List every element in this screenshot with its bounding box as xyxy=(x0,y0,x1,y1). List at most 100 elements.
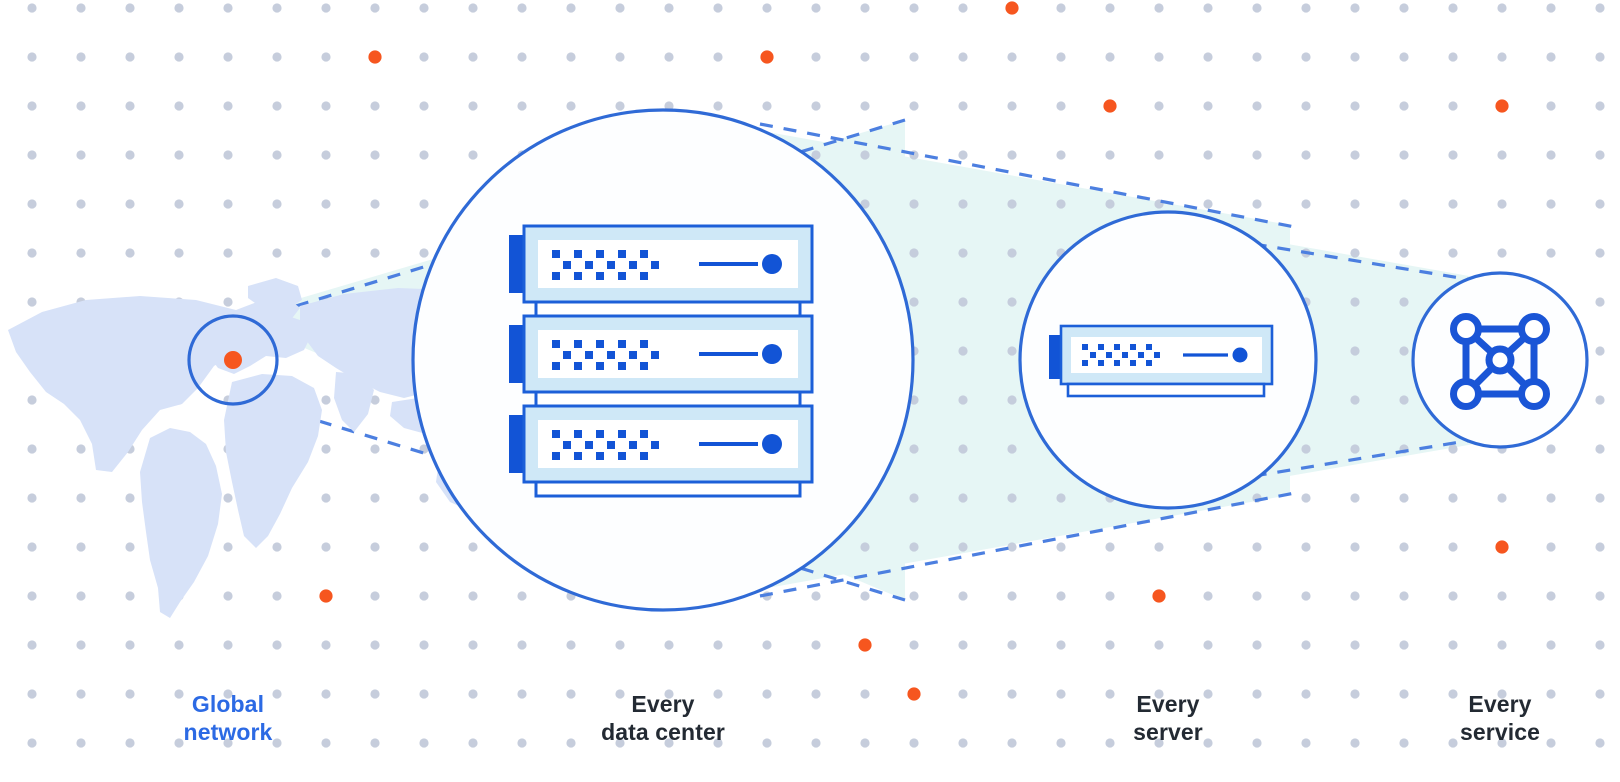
grid-dot xyxy=(370,493,380,503)
grid-dot xyxy=(1007,52,1017,62)
grid-dot xyxy=(1350,199,1360,209)
grid-dot xyxy=(272,640,282,650)
grid-dot xyxy=(1448,444,1458,454)
grid-dot xyxy=(468,101,478,111)
data-center-stage xyxy=(411,108,915,612)
grid-dot xyxy=(1350,52,1360,62)
grid-dot xyxy=(272,150,282,160)
server-shelf xyxy=(534,300,802,318)
grid-dot xyxy=(860,101,870,111)
grid-dot xyxy=(76,591,86,601)
grid-dot xyxy=(1301,3,1311,13)
grid-dot xyxy=(517,738,527,748)
grid-dot xyxy=(1350,150,1360,160)
grid-dot xyxy=(1399,738,1409,748)
grid-dot xyxy=(517,52,527,62)
grid-dot xyxy=(713,640,723,650)
grid-dot xyxy=(615,3,625,13)
grid-dot xyxy=(1546,3,1556,13)
grid-dot xyxy=(223,297,233,307)
grid-dot xyxy=(860,199,870,209)
grid-dot xyxy=(419,199,429,209)
grid-dot xyxy=(1399,591,1409,601)
grid-dot xyxy=(1497,738,1507,748)
grid-dot xyxy=(615,738,625,748)
grid-dot xyxy=(811,640,821,650)
server-status-led xyxy=(762,254,782,274)
grid-dot xyxy=(174,640,184,650)
grid-dot xyxy=(1546,542,1556,552)
grid-dot xyxy=(1154,542,1164,552)
grid-dot xyxy=(909,738,919,748)
grid-dot xyxy=(1056,199,1066,209)
grid-dot xyxy=(1399,346,1409,356)
grid-dot xyxy=(811,150,821,160)
grid-dot xyxy=(1056,689,1066,699)
grid-dot xyxy=(272,542,282,552)
grid-dot xyxy=(125,640,135,650)
grid-dot xyxy=(1007,199,1017,209)
grid-dot xyxy=(860,689,870,699)
grid-dot xyxy=(223,52,233,62)
grid-dot xyxy=(1154,52,1164,62)
grid-dot xyxy=(958,3,968,13)
grid-dot xyxy=(27,199,37,209)
grid-dot xyxy=(370,199,380,209)
grid-dot-accent xyxy=(368,50,382,64)
grid-dot xyxy=(223,542,233,552)
grid-dot xyxy=(1399,150,1409,160)
grid-dot xyxy=(1595,689,1605,699)
grid-dot xyxy=(76,101,86,111)
grid-dot xyxy=(811,591,821,601)
grid-dot xyxy=(958,101,968,111)
grid-dot xyxy=(419,248,429,258)
grid-dot xyxy=(909,542,919,552)
grid-dot xyxy=(321,248,331,258)
grid-dot-accent xyxy=(760,50,774,64)
grid-dot xyxy=(958,199,968,209)
grid-dot xyxy=(1252,738,1262,748)
grid-dot xyxy=(1546,150,1556,160)
grid-dot xyxy=(1154,738,1164,748)
grid-dot xyxy=(27,689,37,699)
grid-dot xyxy=(468,542,478,552)
grid-dot xyxy=(860,52,870,62)
grid-dot xyxy=(1399,52,1409,62)
grid-dot xyxy=(909,444,919,454)
grid-dot xyxy=(125,3,135,13)
grid-dot xyxy=(1448,493,1458,503)
grid-dot xyxy=(1007,542,1017,552)
grid-dot xyxy=(1056,738,1066,748)
server-vent-dots xyxy=(552,340,659,370)
grid-dot xyxy=(1399,297,1409,307)
grid-dot xyxy=(125,493,135,503)
map-location-marker xyxy=(224,351,242,369)
grid-dot xyxy=(76,52,86,62)
grid-dot xyxy=(125,52,135,62)
grid-dot-accent xyxy=(1495,540,1509,554)
grid-dot xyxy=(419,3,429,13)
grid-dot xyxy=(321,640,331,650)
grid-dot xyxy=(1203,101,1213,111)
grid-dot xyxy=(76,248,86,258)
grid-dot xyxy=(566,689,576,699)
grid-dot xyxy=(909,640,919,650)
grid-dot xyxy=(370,591,380,601)
grid-dot xyxy=(272,199,282,209)
map-africa xyxy=(224,374,322,548)
grid-dot xyxy=(762,640,772,650)
grid-dot xyxy=(223,101,233,111)
grid-dot xyxy=(76,738,86,748)
grid-dot xyxy=(125,248,135,258)
grid-dot xyxy=(713,738,723,748)
grid-dot xyxy=(272,738,282,748)
grid-dot xyxy=(909,248,919,258)
grid-dot xyxy=(1350,101,1360,111)
grid-dot-accent xyxy=(907,687,921,701)
grid-dot xyxy=(811,689,821,699)
grid-dot xyxy=(1203,689,1213,699)
grid-dot xyxy=(1301,444,1311,454)
grid-dot xyxy=(1252,199,1262,209)
grid-dot xyxy=(958,738,968,748)
